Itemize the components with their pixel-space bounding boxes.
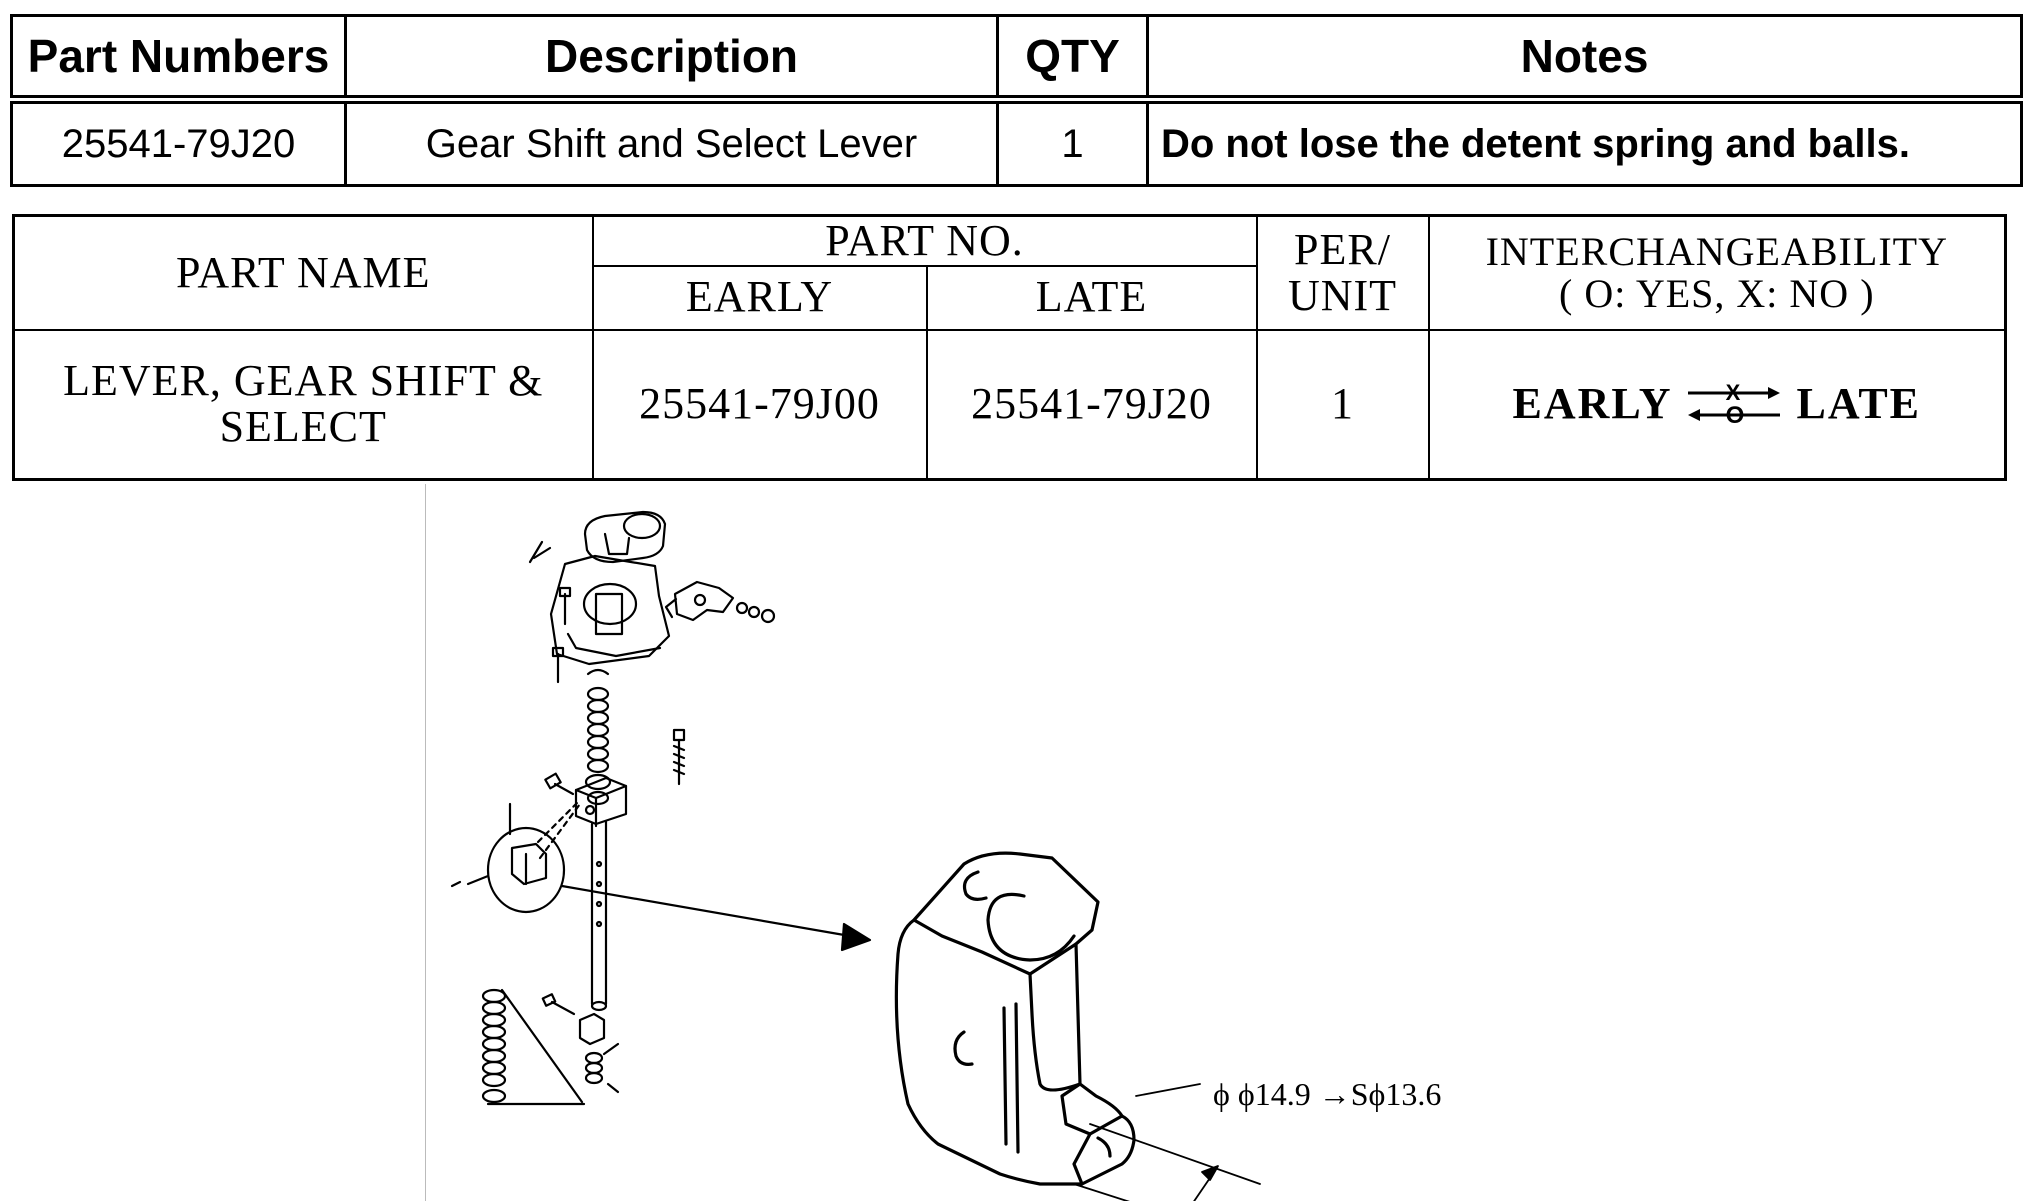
dimension-label: ϕ ϕ14.9 →Sϕ13.6 <box>1213 1076 1442 1112</box>
header-per-unit-line2: UNIT <box>1287 270 1398 320</box>
interchangeability-table: PART NAME PART NO. PER/ UNIT INTERCHANGE… <box>12 214 2008 481</box>
header-per-unit-line1: PER/ <box>1294 224 1391 274</box>
parts-table-header-row: Part Numbers Description QTY Notes <box>10 14 2023 104</box>
interchange-header-row-1: PART NAME PART NO. PER/ UNIT INTERCHANGE… <box>12 214 2007 331</box>
header-late: LATE <box>925 264 1258 331</box>
cell-part-name: LEVER, GEAR SHIFT & SELECT <box>12 328 594 481</box>
cell-part-name-line1: LEVER, GEAR SHIFT & <box>63 356 544 406</box>
parts-diagram <box>450 510 1261 1201</box>
header-interchangeability-line1: INTERCHANGEABILITY <box>1485 228 1948 274</box>
interchange-indicator: EARLY X O LATE <box>1512 379 1921 429</box>
header-interchangeability: INTERCHANGEABILITY ( O: YES, X: NO ) <box>1427 214 2007 331</box>
cell-early-part-no: 25541-79J00 <box>591 328 928 481</box>
header-part-no: PART NO. <box>591 214 1258 267</box>
cell-per-unit: 1 <box>1255 328 1430 481</box>
interchange-late-label: LATE <box>1796 379 1922 429</box>
table-row: 25541-79J20 Gear Shift and Select Lever … <box>10 98 2023 187</box>
forward-not-interchangeable-mark: X <box>1726 380 1743 405</box>
cell-notes: Do not lose the detent spring and balls. <box>1146 98 2023 187</box>
table-row: LEVER, GEAR SHIFT & SELECT 25541-79J00 2… <box>12 328 2007 481</box>
header-notes: Notes <box>1146 14 2023 104</box>
header-part-numbers: Part Numbers <box>10 14 347 104</box>
lever-detail-drawing <box>894 851 1136 1186</box>
cell-interchangeability: EARLY X O LATE <box>1427 328 2007 481</box>
callout-arrow-icon <box>560 884 872 952</box>
cell-part-name-line2: SELECT <box>219 402 387 452</box>
backward-interchangeable-mark: O <box>1726 402 1747 429</box>
interchange-header-row-2: EARLY LATE <box>14 264 2006 331</box>
interchange-arrows-icon: X O <box>1688 380 1781 429</box>
header-qty: QTY <box>996 14 1149 104</box>
cell-description: Gear Shift and Select Lever <box>344 98 999 187</box>
header-description: Description <box>344 14 999 104</box>
figure-left-border <box>425 484 426 1201</box>
cell-late-part-no: 25541-79J20 <box>925 328 1258 481</box>
exploded-assembly-drawing <box>450 510 776 1106</box>
parts-table: Part Numbers Description QTY Notes 25541… <box>10 14 2023 187</box>
dimension-arrow-icon <box>1073 1083 1261 1201</box>
cell-qty: 1 <box>996 98 1149 187</box>
interchange-early-label: EARLY <box>1512 379 1673 429</box>
header-interchangeability-line2: ( O: YES, X: NO ) <box>1559 270 1875 316</box>
cell-part-number: 25541-79J20 <box>10 98 347 187</box>
header-early: EARLY <box>591 264 928 331</box>
header-part-name: PART NAME <box>12 214 594 331</box>
header-per-unit: PER/ UNIT <box>1255 214 1430 331</box>
